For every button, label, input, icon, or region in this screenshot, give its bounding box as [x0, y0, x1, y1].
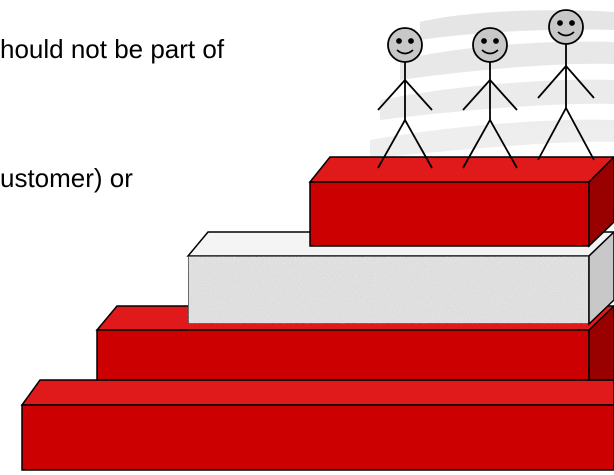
- step-top: [310, 157, 614, 246]
- step-bottom: [22, 380, 614, 470]
